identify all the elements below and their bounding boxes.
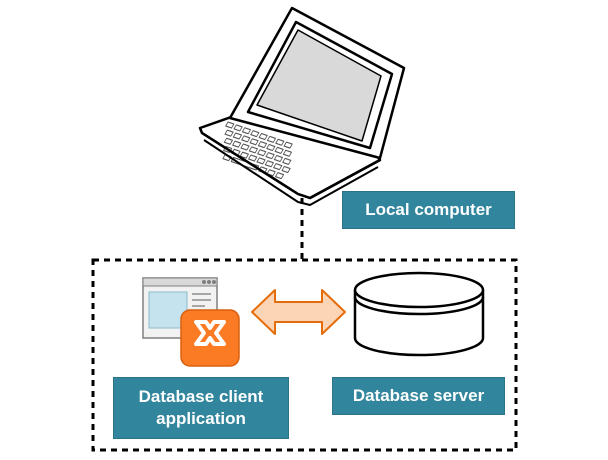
server-group-boundary: [91, 258, 518, 452]
client-app-label: Database client application: [113, 377, 289, 439]
database-server-label: Database server: [332, 377, 505, 415]
database-cylinder-icon: [353, 271, 485, 357]
local-computer-text: Local computer: [365, 200, 492, 219]
client-app-text-line2: application: [156, 409, 246, 428]
local-computer-label: Local computer: [342, 191, 515, 229]
xampp-app-icon: [180, 309, 240, 367]
laptop-icon: [198, 6, 406, 206]
client-app-text-line1: Database client: [138, 387, 264, 406]
database-server-text: Database server: [352, 386, 485, 405]
double-arrow-icon: [251, 289, 346, 335]
